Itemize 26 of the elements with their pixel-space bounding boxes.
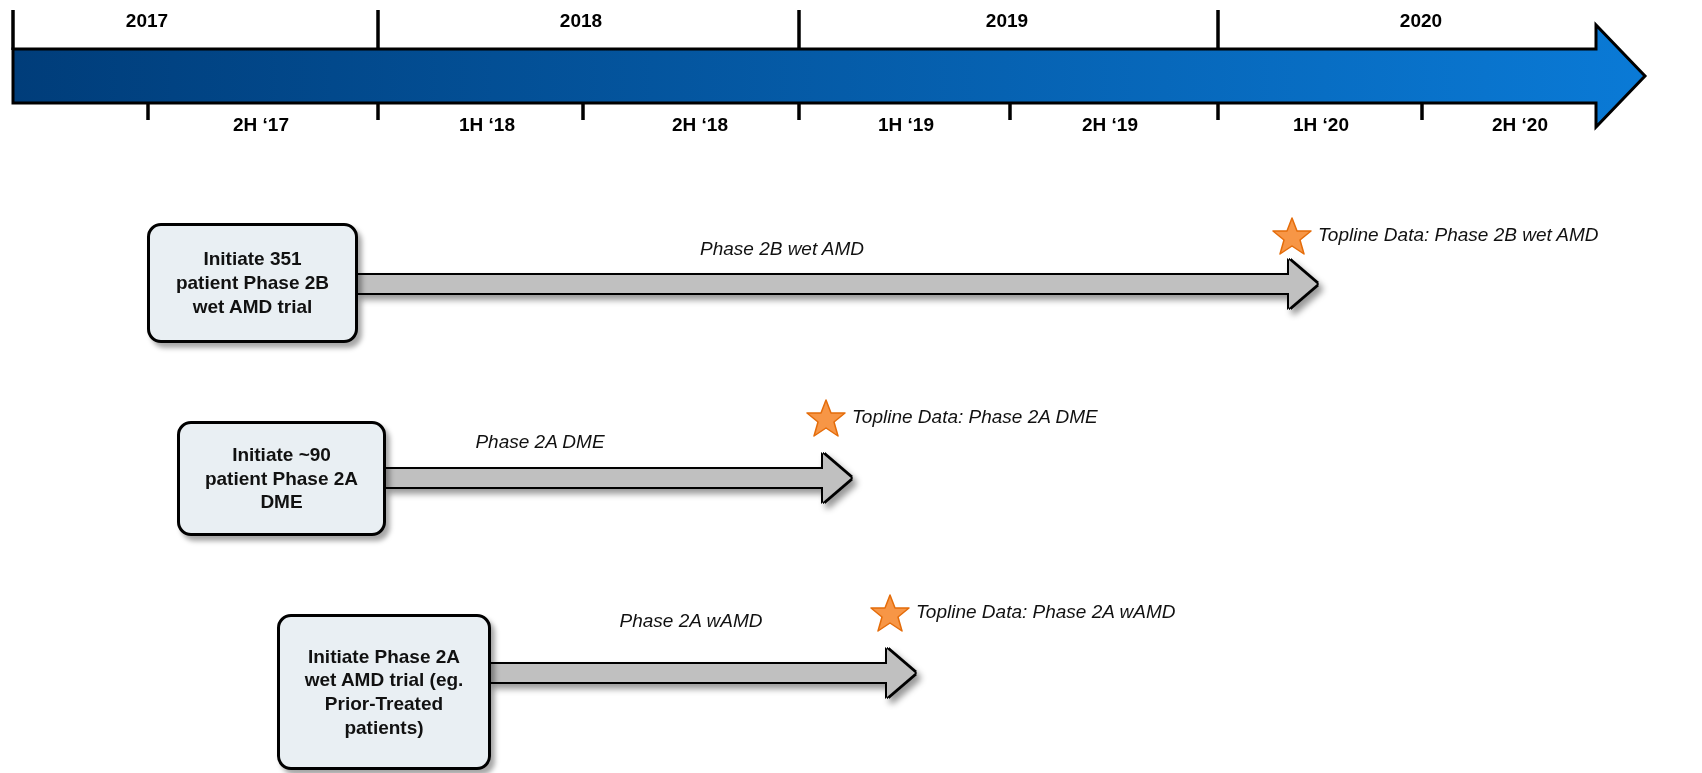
half-year-label: 2H ‘17 [233,114,289,136]
half-year-label: 2H ‘20 [1492,114,1548,136]
year-label: 2017 [125,10,169,32]
milestone-label: Topline Data: Phase 2A wAMD [916,600,1176,623]
task-box [277,614,491,770]
half-year-label: 1H ‘20 [1293,114,1349,136]
edge-label: Phase 2A DME [475,431,605,453]
task-box [147,223,358,343]
half-year-label: 2H ‘18 [672,114,728,136]
edge-label: Phase 2B wet AMD [700,238,864,260]
year-label: 2018 [559,10,603,32]
timeline-bar-arrow [491,649,915,697]
year-label: 2019 [985,10,1029,32]
box-text: Initiate 351 patient Phase 2B wet AMD trial [174,247,331,319]
half-year-label: 1H ‘19 [878,114,934,136]
timeline-bar-arrow [386,454,851,502]
milestone-label: Topline Data: Phase 2A DME [852,405,1098,428]
box-text: Initiate Phase 2A wet AMD trial (eg. Prior-Treated patients) [303,644,465,740]
year-label: 2020 [1399,10,1443,32]
half-year-label: 2H ‘19 [1082,114,1138,136]
half-year-label: 1H ‘18 [459,114,515,136]
task-box [177,421,386,536]
edge-label: Phase 2A wAMD [619,610,763,632]
milestone-label: Topline Data: Phase 2B wet AMD [1318,223,1599,246]
box-text: Initiate ~90 patient Phase 2A DME [203,442,360,515]
timeline-bar-arrow [358,260,1317,308]
